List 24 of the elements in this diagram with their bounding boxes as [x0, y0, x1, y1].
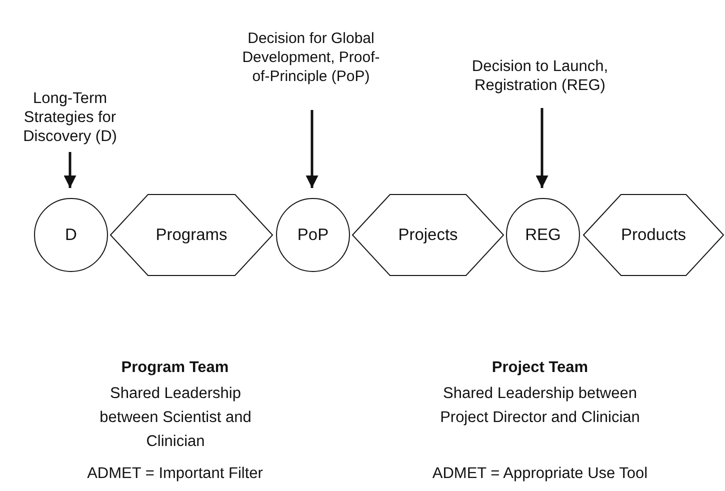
stage-label: REG	[525, 226, 561, 244]
milestone-circle	[506, 198, 580, 272]
team-heading: Project Team	[490, 358, 590, 378]
milestone-note: Decision for Global Development, Proof-of-Principle (PoP)	[241, 12, 381, 102]
admet-note: ADMET = Important Filter	[86, 464, 264, 484]
milestone-note: Long-Term Strategies for Discovery (D)	[0, 90, 140, 144]
stage-hexagon	[352, 194, 504, 276]
admet-note: ADMET = Appropriate Use Tool	[431, 464, 649, 484]
team-description: Shared Leadership between Scientist and Clinician	[98, 384, 252, 452]
arrow	[536, 108, 548, 188]
arrow	[306, 110, 318, 188]
stage-label: Projects	[398, 226, 458, 244]
milestone-circle	[276, 198, 350, 272]
arrow	[64, 152, 76, 188]
stage-hexagon	[110, 194, 273, 276]
stage-label: Programs	[156, 226, 228, 244]
stage-hexagon	[583, 194, 724, 276]
team-description: Shared Leadership between Project Director and Clinician	[439, 384, 641, 428]
milestone-circle	[34, 198, 108, 272]
stage-label: Products	[620, 226, 686, 244]
team-heading: Program Team	[120, 358, 230, 378]
stage-label: PoP	[297, 226, 329, 244]
stage-label: D	[65, 226, 77, 244]
milestone-note: Decision to Launch, Registration (REG)	[440, 52, 640, 100]
